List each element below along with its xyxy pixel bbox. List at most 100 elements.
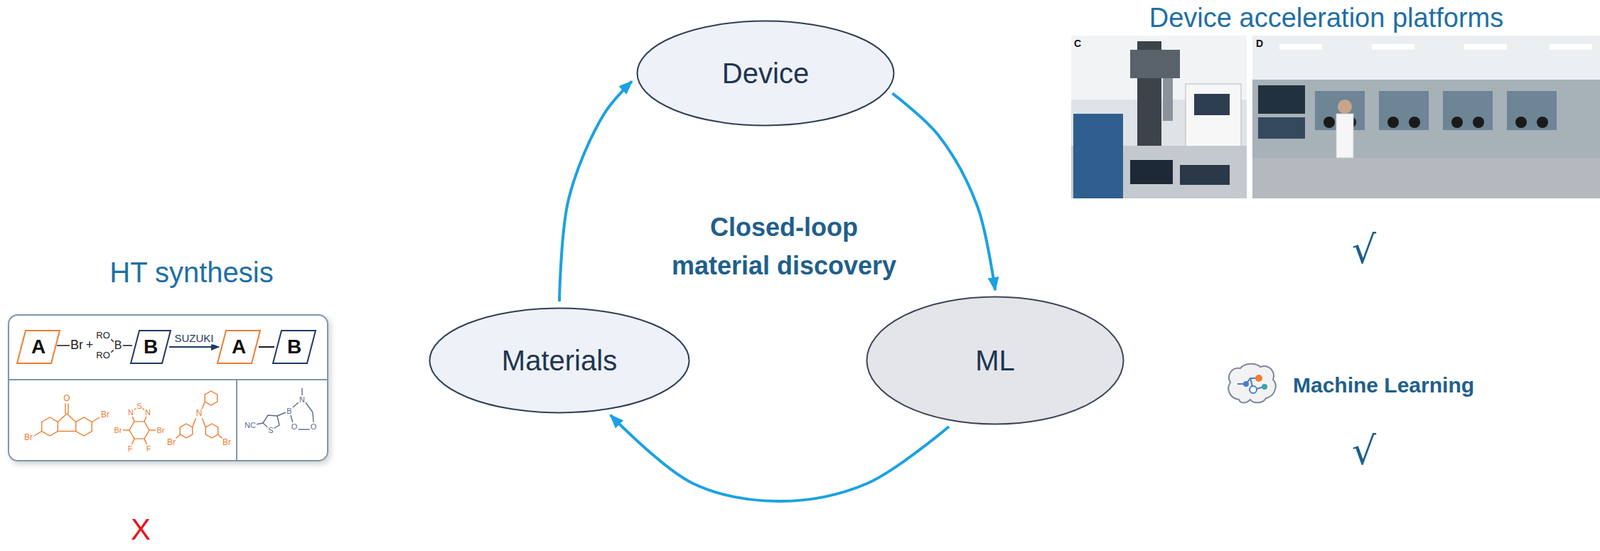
ceiling-light bbox=[1279, 44, 1323, 50]
section-title: Device acceleration platforms bbox=[1149, 3, 1504, 34]
atom-label: Br bbox=[100, 410, 111, 420]
circuit-dot bbox=[1249, 385, 1257, 394]
check-mark: √ bbox=[1351, 430, 1377, 472]
bond-line bbox=[277, 412, 286, 416]
ceiling-light bbox=[1549, 44, 1593, 50]
ellipse-shape bbox=[430, 308, 690, 413]
circuit-dot bbox=[1243, 380, 1249, 387]
atom-label: Br bbox=[166, 437, 177, 448]
glovebox-line bbox=[1252, 79, 1600, 158]
benzene-ring bbox=[205, 423, 218, 438]
atom-label: Br bbox=[221, 437, 232, 448]
triphenylamine-structure bbox=[174, 390, 224, 440]
bond-line bbox=[56, 344, 70, 347]
cycle-arrow bbox=[559, 81, 632, 302]
fragment-parallelogram: A bbox=[216, 329, 261, 364]
atom-label: B bbox=[113, 339, 123, 352]
atom-label: RO bbox=[95, 350, 111, 361]
benzene-ring bbox=[41, 417, 59, 436]
atom-label: NC bbox=[243, 420, 257, 430]
atom-label: O bbox=[62, 393, 71, 404]
stage-ellipse: Device bbox=[636, 19, 895, 127]
lab-floor bbox=[1252, 157, 1600, 199]
atom-label: Br bbox=[113, 425, 123, 435]
bond-line bbox=[149, 429, 156, 431]
divider-line bbox=[235, 379, 238, 460]
benzene-ring bbox=[204, 390, 217, 406]
glove-port bbox=[1472, 116, 1485, 128]
bond-line bbox=[255, 422, 263, 425]
bond-line bbox=[67, 403, 69, 414]
center-title: Closed-loop material discovery bbox=[663, 208, 905, 286]
cycle-arrow bbox=[610, 415, 949, 502]
panel-dividers bbox=[9, 379, 327, 460]
fragment-parallelogram: B bbox=[130, 329, 172, 364]
bond-line bbox=[122, 429, 130, 431]
blue-cabinet bbox=[1073, 113, 1124, 199]
bond-line bbox=[201, 417, 206, 428]
glove-port bbox=[1536, 116, 1549, 128]
atom-label: F bbox=[145, 444, 153, 453]
atom-label: Br bbox=[23, 432, 34, 443]
ellipse-shape bbox=[637, 21, 895, 126]
node-label: Device bbox=[722, 56, 809, 90]
atom-label: B bbox=[285, 406, 293, 416]
bond-line bbox=[301, 388, 303, 396]
parallelogram-shape bbox=[272, 330, 316, 364]
bond-line bbox=[34, 431, 42, 437]
brain-outline bbox=[1228, 363, 1276, 404]
robot-head bbox=[1130, 49, 1180, 79]
atom-label: S bbox=[135, 401, 143, 411]
bond-line bbox=[297, 428, 310, 430]
ceiling-light bbox=[1371, 44, 1415, 50]
robot-platform-photo bbox=[1071, 35, 1247, 199]
glovebox-window bbox=[1442, 90, 1493, 131]
bond-line bbox=[57, 430, 76, 432]
thiophene-boronate-structure bbox=[255, 388, 314, 431]
atom-label: RO bbox=[95, 330, 111, 341]
bond-line bbox=[305, 402, 313, 413]
instrument-screen bbox=[1194, 93, 1230, 116]
glovebox-window bbox=[1378, 90, 1429, 131]
atom-label: F bbox=[127, 444, 134, 453]
benzene-ring bbox=[179, 423, 192, 438]
atom-label: O bbox=[290, 422, 299, 431]
bond-line bbox=[292, 402, 299, 408]
glove-port bbox=[1515, 116, 1527, 128]
atom-label: N bbox=[144, 407, 152, 417]
node-label: B bbox=[143, 335, 158, 359]
stage-ellipse: ML bbox=[865, 295, 1125, 426]
benzene-ring bbox=[129, 421, 150, 439]
bond-line bbox=[64, 403, 66, 414]
divider-line bbox=[9, 378, 327, 381]
glove-port bbox=[1451, 116, 1463, 128]
instrument-housing bbox=[1185, 83, 1242, 154]
fluorenone-structure bbox=[34, 403, 100, 436]
ml-caption: Machine Learning bbox=[1292, 373, 1475, 397]
reaction-link bbox=[258, 346, 275, 348]
sample-tray bbox=[1130, 159, 1173, 185]
circuit-dot bbox=[1261, 383, 1268, 390]
atom-label: N bbox=[127, 407, 135, 417]
panel-letter: D bbox=[1255, 38, 1264, 50]
glove-port bbox=[1323, 116, 1335, 128]
glove-port bbox=[1408, 116, 1421, 128]
node-label: A bbox=[31, 335, 46, 359]
bond-line bbox=[192, 417, 197, 428]
glove-port bbox=[1387, 116, 1399, 128]
parallelogram-shape bbox=[130, 330, 171, 364]
reaction-link bbox=[169, 346, 219, 348]
brain-icon bbox=[1228, 363, 1276, 404]
atom-label: O bbox=[309, 422, 318, 431]
atom-label: Br bbox=[156, 425, 166, 435]
bond-line bbox=[91, 417, 100, 423]
atom-label: N bbox=[298, 395, 306, 404]
photo-ground bbox=[1071, 35, 1247, 199]
check-mark: √ bbox=[1351, 228, 1377, 271]
monitor bbox=[1258, 117, 1306, 139]
bond-line bbox=[122, 344, 133, 347]
panel-heading: HT synthesis bbox=[109, 255, 273, 289]
circuit-dot bbox=[1255, 374, 1263, 382]
